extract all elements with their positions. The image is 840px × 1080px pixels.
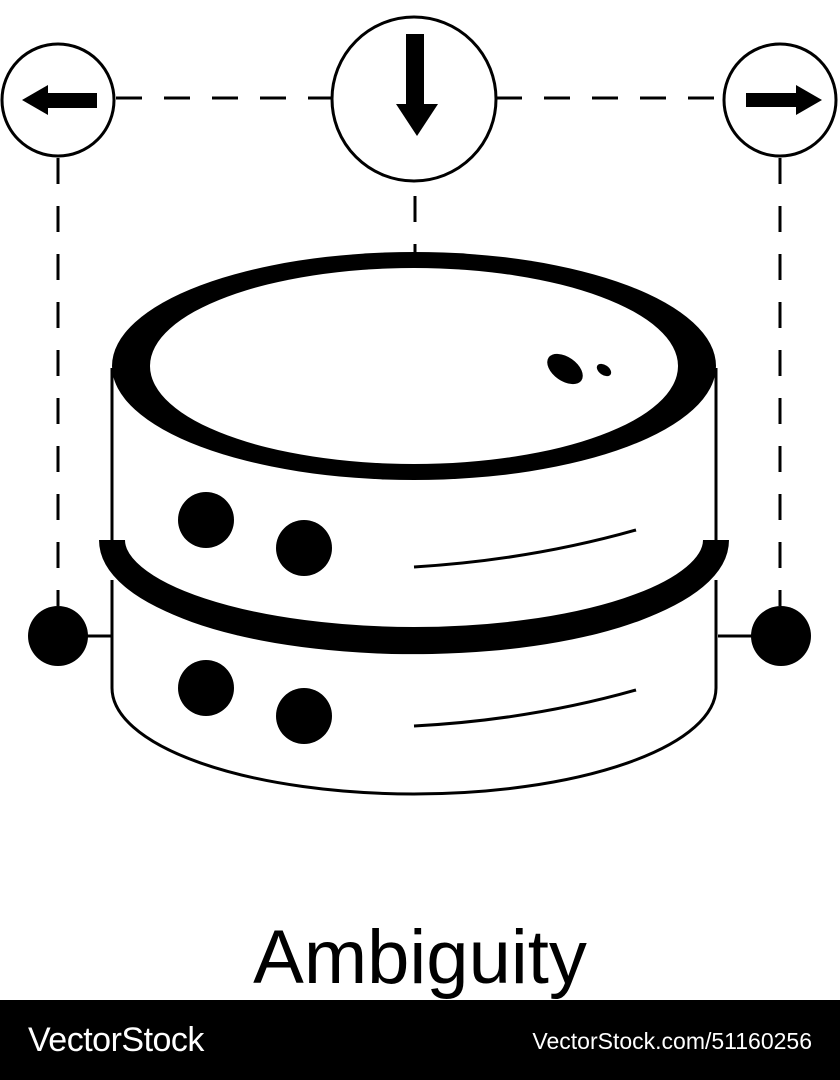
arrow-right-circle-icon	[722, 42, 838, 158]
indicator-dot	[178, 492, 234, 548]
caption-title: Ambiguity	[253, 915, 587, 1000]
indicator-dot	[178, 660, 234, 716]
database-top-face	[150, 268, 678, 464]
connector-node-right	[718, 606, 811, 666]
watermark-url: VectorStock.com/51160256	[532, 1028, 812, 1054]
indicator-line	[413, 688, 637, 728]
database-icon	[99, 252, 729, 796]
arrow-left-circle-icon	[0, 42, 116, 158]
ambiguity-illustration	[0, 15, 838, 796]
arrow-down-circle-icon	[330, 15, 498, 183]
watermark-bar: VectorStock VectorStock.com/51160256	[0, 1000, 840, 1080]
indicator-dot	[276, 688, 332, 744]
watermark-brand: VectorStock	[28, 1021, 204, 1059]
highlight-small	[596, 363, 612, 377]
indicator-line	[413, 528, 637, 569]
indicator-dot	[276, 520, 332, 576]
highlight-large	[547, 353, 583, 385]
connector-node-left	[28, 606, 116, 666]
